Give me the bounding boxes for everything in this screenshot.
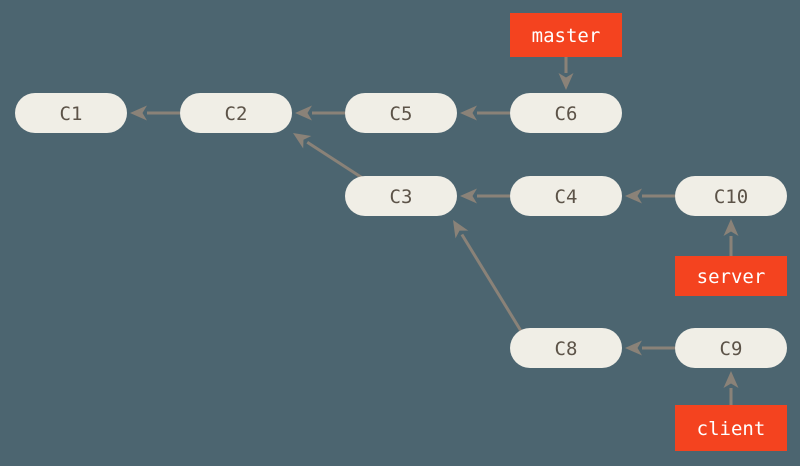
commit-shape [345,176,457,216]
commit-label: C2 [225,103,248,125]
edge-arrow-c10-to-c4 [625,188,675,204]
edge-arrowhead [453,220,469,239]
commit-node-c2[interactable]: C2 [180,93,292,133]
commit-label: C3 [390,186,413,208]
commit-shape [15,93,127,133]
edge-arrow-c3-to-c2 [293,133,365,181]
commit-node-c8[interactable]: C8 [510,328,622,368]
edge-arrowhead [293,133,312,149]
branch-shape [675,405,787,451]
commit-label: C4 [555,186,578,208]
branch-shape [675,256,787,296]
commit-node-c3[interactable]: C3 [345,176,457,216]
branch-label-client[interactable]: client [675,405,787,451]
commit-label: C8 [555,338,578,360]
commit-shape [675,176,787,216]
commit-shape [510,93,622,133]
branch-shape [510,13,622,57]
commit-shape [180,93,292,133]
edge-arrowhead [295,105,312,121]
edge-arrow-c4-to-c3 [460,188,510,204]
commit-node-c6[interactable]: C6 [510,93,622,133]
commit-label: C9 [720,338,743,360]
edge-arrow-c5-to-c2 [295,105,345,121]
commit-node-c10[interactable]: C10 [675,176,787,216]
branches-layer: master server client [510,13,787,451]
branch-label-server[interactable]: server [675,256,787,296]
commit-shape [675,328,787,368]
commit-shape [510,328,622,368]
commit-label: C10 [714,186,748,208]
commit-node-c5[interactable]: C5 [345,93,457,133]
edge-arrow-c9-to-c8 [625,340,675,356]
commit-node-c4[interactable]: C4 [510,176,622,216]
edges-layer [130,57,739,405]
edge-arrow-c2-to-c1 [130,105,180,121]
edge-arrowhead [625,340,642,356]
edge-arrowhead [558,73,574,90]
edge-arrowhead [723,371,739,388]
branch-label-master[interactable]: master [510,13,622,57]
edge-arrowhead [625,188,642,204]
commit-label: C1 [60,103,83,125]
edge-arrow-c8-to-c3 [453,220,523,332]
commit-label: C5 [390,103,413,125]
commit-label: C6 [555,103,578,125]
edge-arrow-c6-to-c5 [460,105,510,121]
commit-node-c9[interactable]: C9 [675,328,787,368]
branch-name: server [697,266,766,288]
edge-line [306,140,365,181]
edge-arrowhead [460,188,477,204]
edge-arrow-master-to-c6 [558,57,574,90]
commit-node-c1[interactable]: C1 [15,93,127,133]
edge-arrowhead [130,105,147,121]
branch-name: master [532,25,601,47]
commit-shape [510,176,622,216]
edge-line [460,233,523,332]
edge-arrowhead [460,105,477,121]
branch-name: client [697,418,766,440]
edge-arrow-client-to-c9 [723,371,739,405]
edge-arrowhead [723,219,739,236]
commit-shape [345,93,457,133]
edge-arrow-server-to-c10 [723,219,739,256]
